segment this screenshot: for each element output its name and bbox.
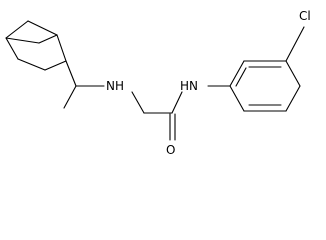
bond [229, 85, 245, 112]
bond [65, 60, 77, 87]
bond [171, 91, 183, 114]
side-chain [63, 60, 173, 114]
amide-group [169, 85, 231, 141]
bond [131, 91, 145, 114]
amide-nh-label: HN [180, 79, 198, 93]
amine-nh-label: NH [106, 79, 124, 93]
bond [285, 85, 301, 112]
bond [285, 26, 305, 62]
bond [44, 60, 67, 71]
molecule-structure: NH HN O Cl [5, 9, 311, 157]
bond [38, 34, 58, 44]
bond [17, 58, 46, 71]
bond [285, 60, 301, 87]
carbonyl-oxygen-label: O [166, 143, 175, 157]
bond [229, 60, 245, 87]
bond [56, 34, 67, 62]
norbornane-cage [5, 20, 67, 71]
chlorophenyl-ring [229, 26, 305, 112]
bond [5, 37, 19, 60]
aromatic-inner-bond [235, 67, 247, 87]
bond [5, 37, 40, 44]
bond [27, 20, 58, 36]
bond [5, 20, 29, 39]
chlorine-label: Cl [299, 9, 311, 23]
bond [63, 85, 77, 109]
